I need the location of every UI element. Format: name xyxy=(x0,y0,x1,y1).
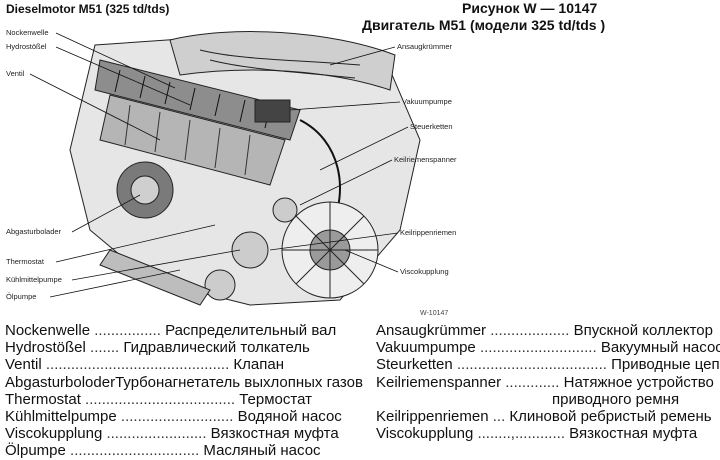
legend-row: Vakuumpumpe ............................… xyxy=(376,339,720,356)
legend-term: Thermostat xyxy=(5,390,81,408)
legend-translation: приводного ремня xyxy=(552,390,680,408)
legend-translation: Распределительный вал xyxy=(165,322,337,339)
label-viscokupplung: Viscokupplung xyxy=(400,267,449,276)
title-german: Dieselmotor M51 (325 td/tds) xyxy=(6,2,170,16)
legend-dots: ............................ xyxy=(475,339,597,357)
legend-dots: ............................... xyxy=(65,442,200,460)
legend-dots: ................ xyxy=(90,322,161,339)
legend-term: Nockenwelle xyxy=(5,322,91,339)
legend-dots: ... xyxy=(488,407,506,425)
label-vakuumpumpe: Vakuumpumpe xyxy=(402,97,452,106)
legend-translation: Приводные цепи xyxy=(611,356,720,374)
legend-row: Thermostat .............................… xyxy=(5,391,361,408)
label-oelpumpe: Ölpumpe xyxy=(6,292,37,301)
label-ventil: Ventil xyxy=(6,69,25,78)
legend-translation: Клапан xyxy=(233,356,285,374)
legend-dots: .................................... xyxy=(80,390,236,408)
legend-row: Ansaugkrümmer ................... Впускн… xyxy=(376,322,720,339)
legend-translation: Масляный насос xyxy=(203,442,321,460)
legend-term: Keilriemenspanner xyxy=(376,373,502,391)
legend-dots: ........................ xyxy=(102,425,207,443)
legend-row: Keilriemenspanner ............. Натяжное… xyxy=(376,374,720,391)
figure-code: W-10147 xyxy=(420,310,449,317)
legend-row: Viscokupplung ........................ В… xyxy=(5,425,361,442)
legend-row: Steurketten ............................… xyxy=(376,356,720,373)
figure-number: Рисунок W — 10147 xyxy=(462,0,598,16)
legend-translation: Термостат xyxy=(239,390,312,408)
legend-term: Keilrippenriemen xyxy=(376,407,489,425)
legend-right: Ansaugkrümmer ................... Впускн… xyxy=(376,322,720,442)
legend-translation: Натяжное устройство xyxy=(563,373,714,391)
legend-dots: ................... xyxy=(486,322,570,339)
title-russian: Двигатель M51 (модели 325 td/tds ) xyxy=(362,17,606,33)
legend-dots: ........................................… xyxy=(41,356,230,374)
legend-term: Vakuumpumpe xyxy=(376,339,476,357)
legend-term: AbgasturboloderТурбонагнетатель выхлопны… xyxy=(5,373,363,391)
legend-term: Viscokupplung xyxy=(376,425,474,443)
label-kuehlmittelpumpe: Kühlmittelpumpe xyxy=(6,275,62,284)
legend-dots: ........,............ xyxy=(473,425,565,443)
legend-term: Ventil xyxy=(5,356,42,374)
label-hydrostoessel: Hydrostößel xyxy=(6,42,47,51)
legend-row: Hydrostößel ....... Гидравлический толка… xyxy=(5,339,361,356)
legend-term: Ölpumpe xyxy=(5,442,66,460)
legend-translation: Впускной коллектор xyxy=(573,322,713,339)
legend-row: AbgasturboloderТурбонагнетатель выхлопны… xyxy=(5,373,363,391)
legend-dots: .................................... xyxy=(452,356,607,374)
legend-translation: Вязкостная муфта xyxy=(210,425,339,443)
legend-translation: Клиновой ребристый ремень xyxy=(509,407,712,425)
legend-dots: ....... xyxy=(85,339,120,357)
legend-row: Ventil .................................… xyxy=(5,356,361,373)
legend-translation: Вакуумный насос xyxy=(600,339,720,357)
legend-row: Keilrippenriemen ... Клиновой ребристый … xyxy=(376,408,720,425)
legend-row: приводного ремня xyxy=(376,391,720,408)
engine-illustration xyxy=(69,31,421,306)
legend-translation: Водяной насос xyxy=(237,407,342,425)
legend-row: Viscokupplung ........,............ Вязк… xyxy=(376,425,720,442)
legend-row: Ölpumpe ............................... … xyxy=(5,442,361,459)
legend-row: Nockenwelle ................ Распределит… xyxy=(5,322,361,339)
legend-term: Steurketten xyxy=(376,356,453,374)
label-thermostat: Thermostat xyxy=(6,257,44,266)
legend-term: Kühlmittelpumpe xyxy=(5,407,117,425)
legend-translation: Вязкостная муфта xyxy=(569,425,698,443)
label-keilrippenriemen: Keilrippenriemen xyxy=(400,228,457,237)
legend-term: Hydrostößel xyxy=(5,339,86,357)
label-nockenwelle: Nockenwelle xyxy=(6,28,49,37)
label-ansaugkruemmer: Ansaugkrümmer xyxy=(397,42,453,51)
label-steuerketten: Steuerketten xyxy=(410,122,453,131)
label-keilriemenspanner: Keilriemenspanner xyxy=(394,155,457,164)
label-abgasturbolader: Abgasturbolader xyxy=(6,227,62,236)
legend-term: Ansaugkrümmer xyxy=(376,322,487,339)
legend-row: Kühlmittelpumpe ........................… xyxy=(5,408,361,425)
engine-diagram xyxy=(29,31,421,306)
legend-dots: ........................... xyxy=(116,407,234,425)
legend-term: Viscokupplung xyxy=(5,425,103,443)
legend-left: Nockenwelle ................ Распределит… xyxy=(5,322,363,460)
legend-dots: ............. xyxy=(501,373,560,391)
legend-translation: Гидравлический толкатель xyxy=(123,339,310,357)
